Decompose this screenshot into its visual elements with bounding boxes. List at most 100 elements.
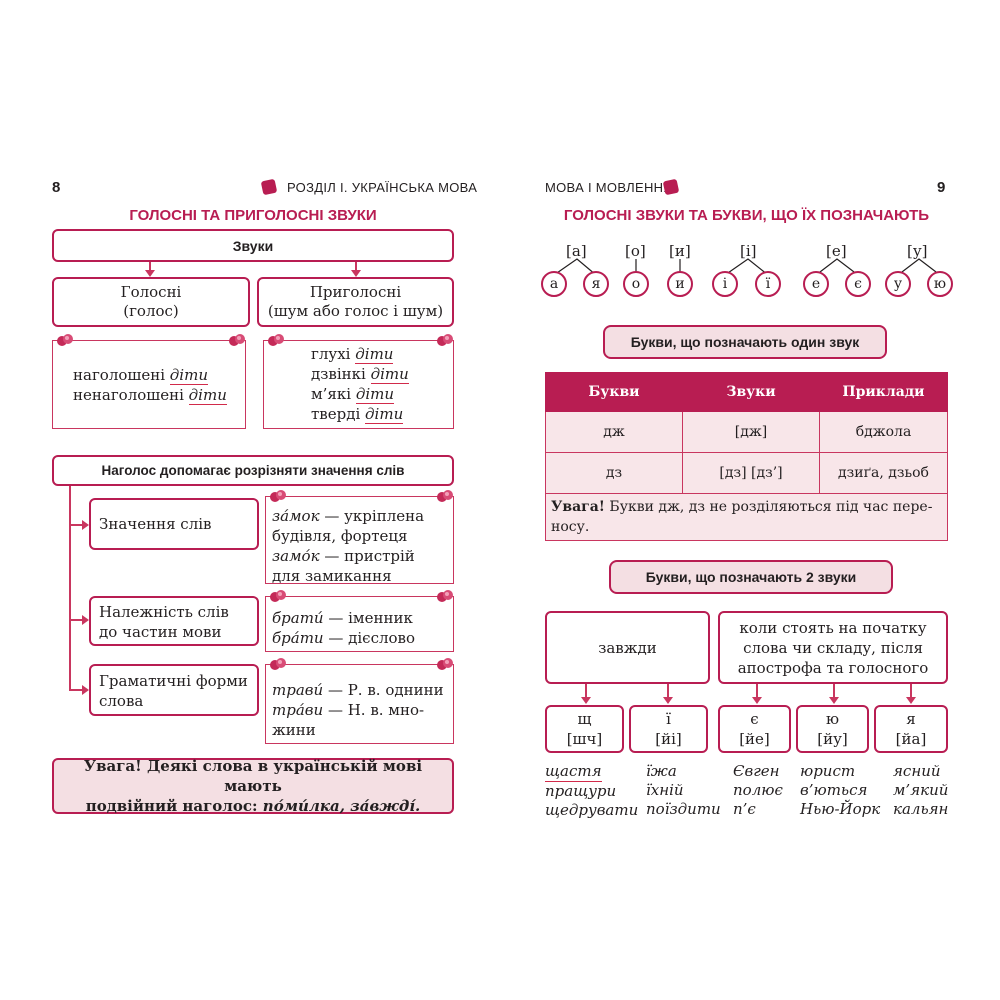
letter-box-shch: щ [шч] (545, 705, 624, 753)
consonants-label: Приголосні (309, 283, 402, 301)
letter-circle: а (541, 271, 567, 297)
phoneme-connectors (553, 258, 941, 276)
one-sound-heading: Букви, що позначають один звук (603, 325, 887, 359)
table-header: Букви (545, 372, 683, 412)
parts-note: брати́ — іменник бра́ти — дієслово (272, 608, 415, 648)
example-word: щастя (545, 762, 602, 782)
letter-box-ya: я [йа] (874, 705, 948, 753)
letter: ю (825, 710, 840, 728)
consonant-note-item: глухі діти (311, 345, 394, 364)
meaning-label: Значення слів (99, 515, 212, 533)
consonants-box: Приголосні (шум або голос і шум) (257, 277, 454, 327)
vowels-box: Голосні (голос) (52, 277, 250, 327)
phoneme: [о] (625, 242, 646, 260)
phoneme: [у] (907, 242, 928, 260)
sound: [йе] (739, 730, 770, 748)
sound: [шч] (566, 730, 603, 748)
section-marker-icon (260, 178, 278, 196)
one-sound-label: Букви, що позначають один звук (630, 334, 860, 350)
letter-box-yi: ї [йі] (629, 705, 708, 753)
always-label: завжди (598, 638, 657, 657)
pushpin-icon (270, 590, 286, 602)
page-title-right: ГОЛОСНІ ЗВУКИ ТА БУКВИ, ЩО ЇХ ПОЗНАЧАЮТЬ (563, 207, 930, 224)
consonant-note-item: м’які діти (311, 385, 395, 404)
examples-yu: юрист в’ються Нью-Йорк (800, 762, 880, 819)
phoneme: [е] (826, 242, 847, 260)
letter-box-yu: ю [йу] (796, 705, 869, 753)
page-title-left: ГОЛОСНІ ТА ПРИГОЛОСНІ ЗВУКИ (129, 207, 377, 224)
section-header-left: РОЗДІЛ І. УКРАЇНСЬКА МОВА (287, 180, 478, 195)
examples-yi: їжа їхній поїздити (646, 762, 721, 819)
condition-box: коли стоять на початку слова чи складу, … (718, 611, 948, 684)
consonants-sub: (шум або голос і шум) (267, 302, 444, 320)
phoneme: [а] (566, 242, 587, 260)
note-line: тра́ви — Н. в. мно- (272, 701, 425, 719)
letter-circle: є (845, 271, 871, 297)
condition-line: слова чи складу, після (743, 638, 923, 657)
grammar-forms-label: Граматичні форми слова (99, 672, 248, 710)
note-line: трави́ — Р. в. однини (272, 681, 444, 699)
page-number-right: 9 (937, 179, 946, 196)
example-word: їхній (646, 781, 684, 799)
parts-note-card (265, 596, 454, 652)
sound: [йі] (655, 730, 682, 748)
parts-of-speech-box: Належність слів до частин мови (89, 596, 259, 646)
example-word: поїздити (646, 800, 721, 818)
note-line: для замикання (272, 567, 392, 585)
letter-circle: ї (755, 271, 781, 297)
consonant-note-card (263, 340, 454, 429)
table-cell: дж (545, 411, 683, 453)
sounds-box: Звуки (52, 229, 454, 262)
letter-circle: е (803, 271, 829, 297)
example-word: Нью-Йорк (800, 800, 881, 818)
pushpin-icon (57, 334, 73, 346)
consonant-note-list: глухі діти дзвінкі діти м’які діти тверд… (311, 344, 409, 424)
sound: [йу] (817, 730, 848, 748)
sound: [йа] (895, 730, 927, 748)
stress-label: Наголос допомагає розрізняти значення сл… (101, 463, 405, 478)
pushpin-icon (437, 334, 453, 346)
example-word: Євген (733, 762, 780, 780)
attention-box: Увага! Деякі слова в українській мові ма… (52, 757, 454, 815)
table-cell: дзиґа, дзьоб (819, 452, 948, 494)
letter-circle: і (712, 271, 738, 297)
meaning-note-card (265, 496, 454, 584)
examples-ya: ясний м’який кальян (893, 762, 948, 819)
section-header-right: МОВА І МОВЛЕННЯ (545, 180, 674, 195)
stress-box: Наголос допомагає розрізняти значення сл… (52, 455, 454, 486)
vowel-note-card (52, 340, 246, 429)
two-sounds-label: Букви, що позначають 2 звуки (645, 569, 857, 585)
table-cell: [дж] (682, 411, 820, 453)
condition-line: коли стоять на початку (739, 618, 927, 637)
table-note-row: Увага! Букви дж, дз не розділяються під … (545, 493, 948, 541)
letter-circle: о (623, 271, 649, 297)
grammar-note: трави́ — Р. в. однини тра́ви — Н. в. мно… (272, 680, 444, 740)
vowels-label: Голосні (120, 283, 182, 301)
note-line: жини (272, 721, 316, 739)
meaning-box: Значення слів (89, 498, 259, 550)
letter-circle: ю (927, 271, 953, 297)
example-word: юрист (800, 762, 856, 780)
attention-line: Увага! Деякі слова в українській мові ма… (83, 757, 423, 795)
example-word: в’ються (800, 781, 868, 799)
always-box: завжди (545, 611, 710, 684)
two-sounds-heading: Букви, що позначають 2 звуки (609, 560, 893, 594)
example-word: полює (733, 781, 783, 799)
table-cell: бджола (819, 411, 948, 453)
note-line: брати́ — іменник (272, 609, 413, 627)
table-note: Увага! Букви дж, дз не розділяються під … (545, 493, 948, 541)
vowel-note-list: наголошені діти ненаголошені діти (73, 365, 227, 405)
meaning-note: за́мок — укріплена будівля, фортеця замо… (272, 506, 424, 586)
attention-line: подвійний наголос: по́ми́лка, за́вжді́. (85, 797, 421, 815)
examples-ye: Євген полює п’є (733, 762, 783, 819)
letter-box-ye: є [йе] (718, 705, 791, 753)
page-number-left: 8 (52, 179, 61, 196)
examples-shch: щастя пращури щедрувати (545, 762, 638, 820)
pushpin-icon (437, 658, 453, 670)
example-word: м’який (893, 781, 949, 799)
parts-of-speech-label: Належність слів до частин мови (99, 603, 229, 641)
grammar-forms-box: Граматичні форми слова (89, 664, 259, 716)
table-cell: дз (545, 452, 683, 494)
pushpin-icon (437, 590, 453, 602)
consonant-note-item: тверді діти (311, 405, 404, 424)
